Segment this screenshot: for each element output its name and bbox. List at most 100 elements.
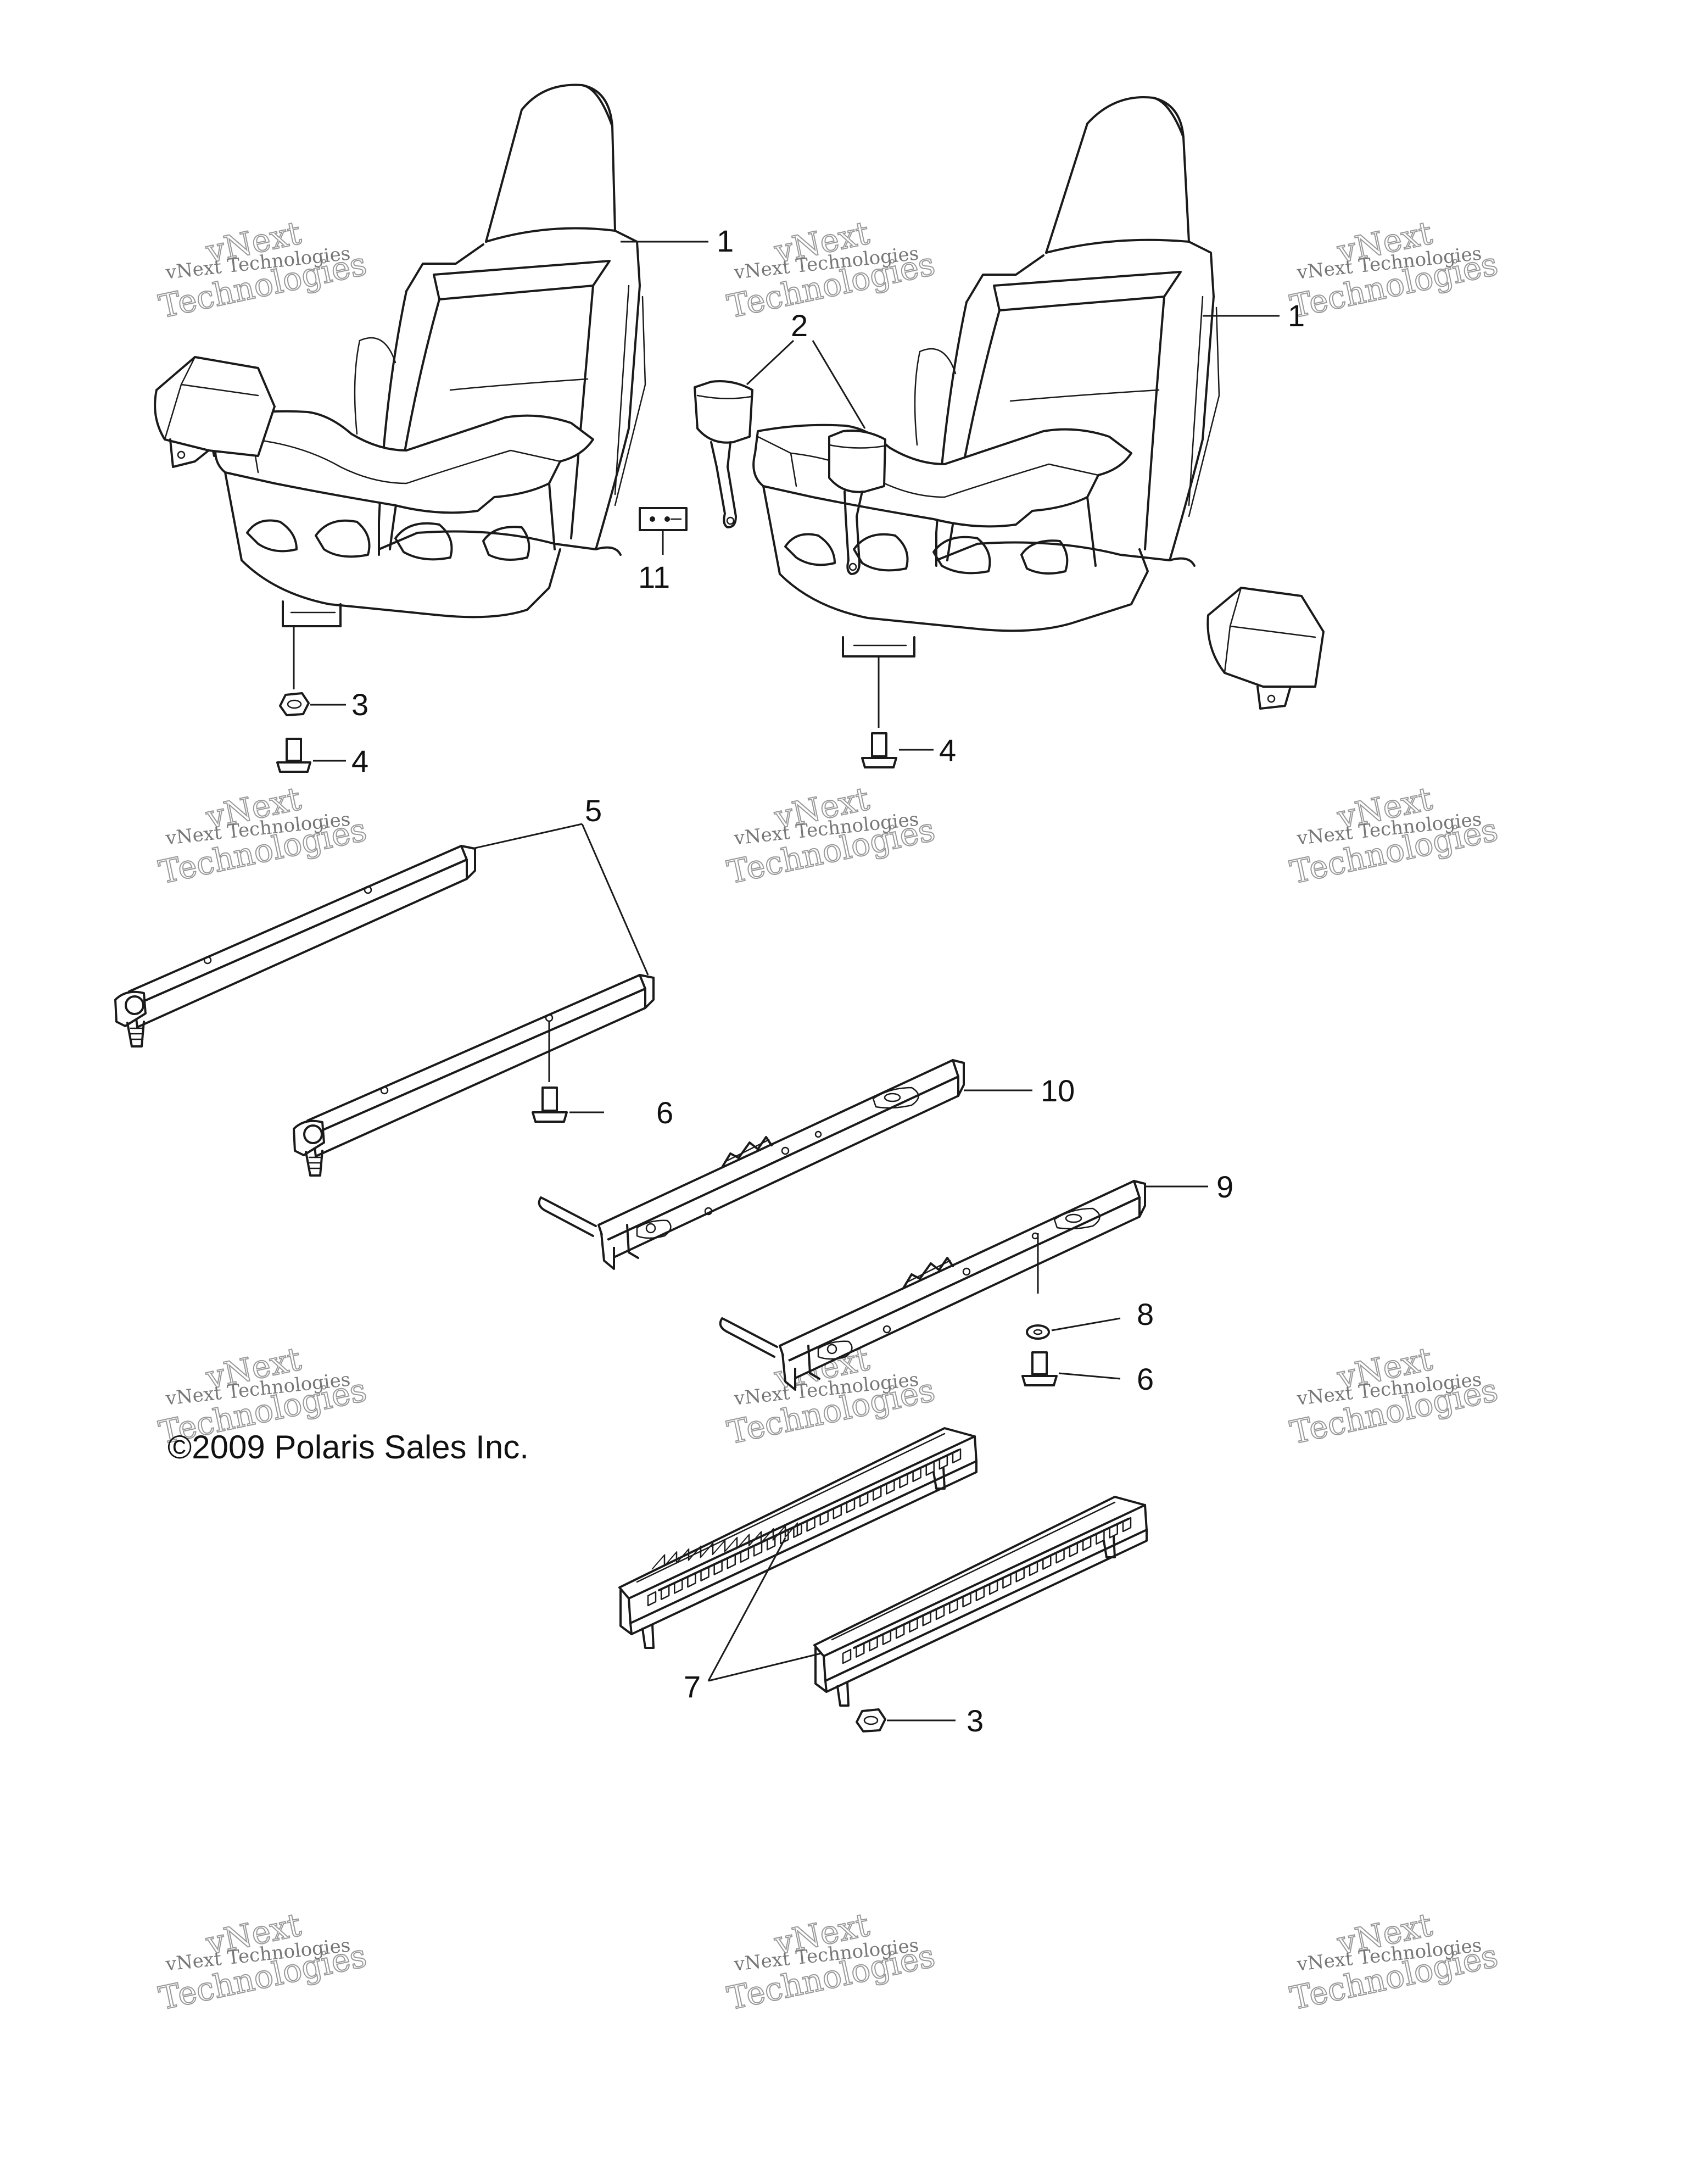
track-tooth: [1122, 1517, 1132, 1533]
watermark-r4-c1: vNext Technologies vNext Technologies: [155, 1906, 371, 2018]
flange-nut-3-upper[interactable]: [279, 692, 346, 716]
track-tooth: [727, 1553, 736, 1569]
bolt-6-lower[interactable]: [1021, 1351, 1121, 1386]
watermark-r1-c3: vNext Technologies vNext Technologies: [1287, 214, 1502, 326]
seat-slider-9[interactable]: [719, 1180, 1208, 1391]
seat-right-base-hole: [932, 536, 991, 575]
track-tooth: [833, 1504, 842, 1519]
seat-right-base-hole: [784, 533, 836, 566]
track-tooth: [1082, 1536, 1092, 1551]
track-tooth: [753, 1541, 763, 1557]
track-tooth: [962, 1592, 971, 1608]
watermark-r1-c2: vNext Technologies vNext Technologies: [724, 214, 939, 326]
seat-left-base-hole: [394, 522, 453, 561]
seat-right-cushion: [752, 424, 1132, 528]
bolt-4-upper-right[interactable]: [861, 732, 934, 768]
seat-left[interactable]: [211, 83, 646, 689]
seat-left-base-hole: [246, 519, 298, 553]
track-tooth: [700, 1566, 710, 1582]
track-tooth: [925, 1461, 935, 1476]
riser-tube-5-front[interactable]: [293, 823, 655, 1177]
seatbelt-retractor-right[interactable]: [1206, 587, 1325, 710]
callout-1-right: 1: [1288, 298, 1305, 333]
floor-track-7-front-teeth: [842, 1517, 1132, 1664]
track-tooth: [869, 1636, 878, 1652]
watermark-r3-c3: vNext Technologies vNext Technologies: [1287, 1340, 1502, 1452]
watermark-r2-c3: vNext Technologies vNext Technologies: [1287, 779, 1502, 892]
seat-left-base-hole: [315, 519, 371, 558]
track-tooth: [806, 1517, 815, 1532]
watermark-r4-c3: vNext Technologies vNext Technologies: [1287, 1906, 1502, 2018]
track-tooth: [975, 1586, 985, 1601]
track-tooth: [674, 1579, 683, 1594]
track-tooth: [895, 1624, 905, 1639]
track-tooth: [922, 1611, 931, 1626]
riser-tube-5-back[interactable]: [114, 823, 583, 1048]
track-tooth: [793, 1523, 802, 1538]
callout-3-lower: 3: [967, 1703, 984, 1738]
track-tooth: [842, 1648, 852, 1664]
seatbelt-buckle-right[interactable]: [828, 430, 886, 575]
track-tooth: [687, 1572, 696, 1588]
seat-right-base-hole: [1020, 539, 1069, 575]
leader-2b: [812, 340, 866, 429]
seat-right[interactable]: [752, 96, 1220, 728]
seat-left-headrest: [485, 83, 616, 243]
callout-3-upper: 3: [351, 687, 368, 722]
copyright-notice: ©2009 Polaris Sales Inc.: [167, 1429, 529, 1466]
seat-right-base-hole: [853, 533, 909, 572]
track-tooth: [952, 1448, 962, 1464]
track-tooth: [886, 1479, 895, 1495]
track-tooth: [899, 1473, 908, 1489]
seat-left-mount-bracket: [282, 600, 342, 627]
bolt-6-upper[interactable]: [532, 1087, 604, 1123]
track-tooth: [882, 1630, 892, 1645]
track-tooth: [1042, 1555, 1052, 1570]
seat-slider-10[interactable]: [538, 1059, 1032, 1270]
track-tooth: [939, 1455, 948, 1470]
track-tooth: [766, 1535, 776, 1551]
track-tooth: [935, 1604, 945, 1620]
callout-5: 5: [585, 793, 602, 828]
leader-2a: [746, 339, 795, 386]
track-tooth: [846, 1498, 856, 1513]
callout-11: 11: [638, 560, 670, 594]
track-tooth: [988, 1580, 998, 1595]
floor-track-7-front[interactable]: [708, 1496, 1148, 1707]
watermark-r2-c2: vNext Technologies vNext Technologies: [724, 779, 939, 892]
callout-4-right: 4: [939, 733, 956, 767]
floor-track-7-back[interactable]: [618, 1427, 977, 1681]
watermark-r2-c1: vNext Technologies vNext Technologies: [155, 779, 371, 892]
washer-8[interactable]: [1026, 1317, 1121, 1340]
seatbelt-buckle-left[interactable]: [694, 380, 753, 528]
watermark-r1-c1: vNext Technologies vNext Technologies: [155, 214, 371, 326]
callout-4-left: 4: [351, 744, 368, 778]
track-tooth: [713, 1560, 723, 1575]
callout-9: 9: [1216, 1169, 1233, 1204]
decal-11[interactable]: [639, 507, 688, 555]
track-tooth: [1069, 1542, 1079, 1557]
callout-6-lower: 6: [1137, 1362, 1154, 1396]
seat-right-headrest: [1045, 96, 1190, 254]
track-tooth: [859, 1491, 869, 1507]
callout-8: 8: [1137, 1297, 1154, 1331]
track-tooth: [1109, 1523, 1118, 1539]
bolt-4-upper-left[interactable]: [276, 738, 346, 773]
callout-7: 7: [684, 1669, 701, 1704]
track-tooth: [1055, 1548, 1065, 1564]
track-tooth: [872, 1485, 882, 1501]
track-tooth: [912, 1467, 921, 1483]
track-tooth: [1002, 1573, 1012, 1589]
callout-10: 10: [1041, 1073, 1075, 1108]
track-tooth: [909, 1617, 918, 1633]
track-tooth: [647, 1591, 657, 1607]
track-tooth: [740, 1547, 750, 1563]
track-tooth: [856, 1642, 865, 1658]
track-tooth: [1029, 1561, 1038, 1576]
flange-nut-3-lower[interactable]: [856, 1708, 956, 1732]
track-tooth: [780, 1529, 789, 1545]
track-tooth: [660, 1585, 670, 1600]
seatbelt-retractor-left[interactable]: [154, 356, 276, 468]
watermark-r4-c2: vNext Technologies vNext Technologies: [724, 1906, 939, 2018]
